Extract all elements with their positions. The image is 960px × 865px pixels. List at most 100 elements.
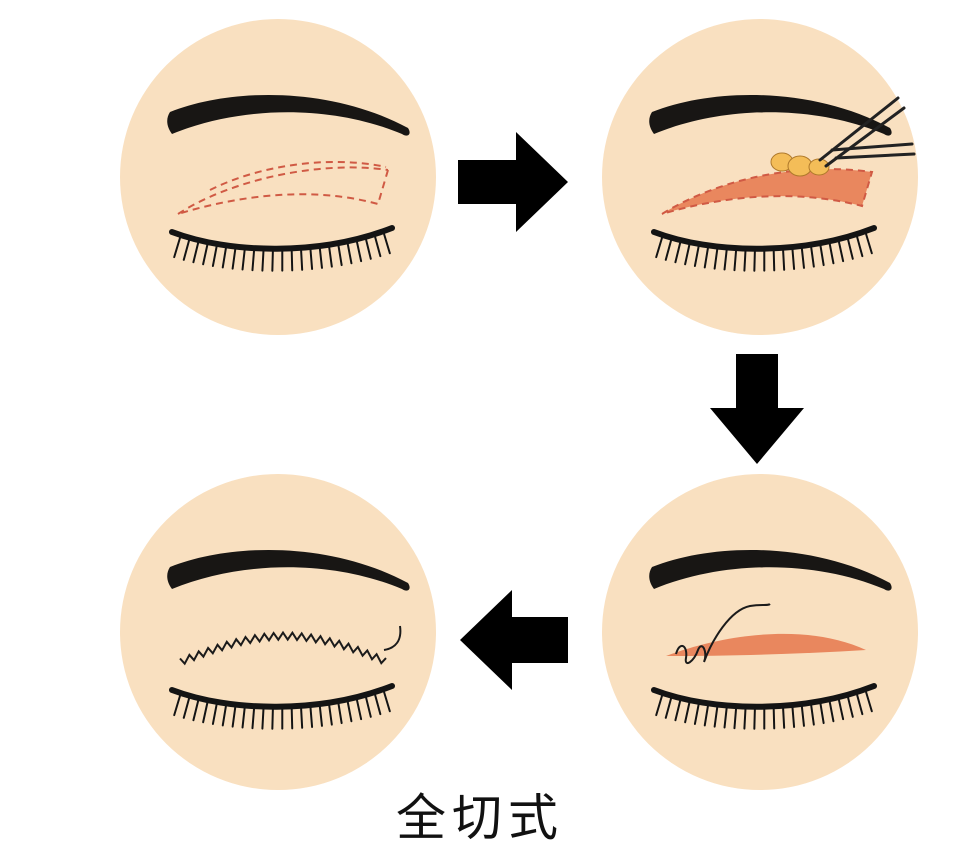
eyelash: [327, 701, 333, 726]
eyelash: [674, 239, 682, 264]
eyelash: [800, 244, 805, 269]
eyelash: [819, 700, 825, 725]
closed-eye: [651, 225, 877, 272]
suture-thread-icon: [675, 603, 771, 665]
incision-wound: [666, 633, 866, 656]
eyelash: [713, 703, 719, 728]
eyelash: [693, 700, 701, 725]
eyelash: [693, 242, 701, 267]
eyelash: [182, 694, 191, 719]
eyelash: [809, 701, 815, 726]
eyelash: [290, 247, 294, 272]
eyelash: [173, 692, 182, 717]
eyelash: [855, 233, 864, 258]
step-2-tissue-removal: [602, 19, 918, 335]
eyelash: [753, 247, 756, 272]
eyelash: [382, 230, 391, 255]
eyelash: [251, 247, 256, 272]
eyelash: [364, 235, 372, 260]
eyelash: [173, 234, 182, 259]
eyelash: [655, 692, 664, 717]
step-1-incision-marking: [120, 19, 436, 335]
eyelash: [355, 696, 363, 721]
eyelash: [864, 230, 873, 255]
eyelash: [655, 234, 664, 259]
eyelash: [261, 247, 265, 272]
suture-tail: [383, 625, 402, 651]
eyelash: [221, 244, 228, 269]
eyelash: [664, 694, 673, 719]
eyelash: [772, 705, 776, 730]
arrow-left-icon: [460, 590, 568, 690]
zigzag-stitch-icon: [179, 630, 387, 666]
eyelash: [753, 705, 756, 730]
eyelash: [231, 703, 237, 728]
eye-circle: [120, 474, 436, 790]
eyelash: [382, 688, 391, 713]
eyelash: [192, 697, 200, 722]
eyelash: [703, 244, 710, 269]
eyelash: [202, 699, 209, 724]
eyelash: [309, 245, 314, 270]
eyelash: [781, 704, 786, 729]
eyelash: [221, 702, 228, 727]
eyelash: [346, 240, 353, 265]
eyelash: [733, 247, 738, 272]
eyelash: [231, 245, 237, 270]
eyelash: [828, 240, 835, 265]
eyelash: [346, 698, 353, 723]
eyelash: [373, 233, 382, 258]
eyelash: [772, 247, 776, 272]
eyelash: [251, 705, 256, 730]
eyelash: [781, 246, 786, 271]
eyelash: [828, 698, 835, 723]
forceps-icon: [818, 96, 916, 168]
eyebrow: [649, 549, 892, 591]
eyelash: [211, 700, 219, 725]
eyelash: [373, 691, 382, 716]
eyebrow: [167, 94, 410, 136]
eyelashes: [173, 230, 391, 272]
eyelash: [364, 693, 372, 718]
eyelash: [837, 696, 845, 721]
eyelashes: [655, 688, 873, 730]
eyelash: [299, 246, 304, 271]
eyelash: [791, 245, 796, 270]
eyelash: [337, 700, 343, 725]
eyelash: [290, 705, 294, 730]
eyelash: [337, 242, 343, 267]
eyelash: [855, 691, 864, 716]
diagram-caption: 全切式: [396, 789, 564, 847]
arrow-down-icon: [710, 354, 804, 464]
arrow-right-icon: [458, 132, 568, 232]
step-3-suturing: [602, 474, 918, 790]
excised-skin-strip: [662, 169, 872, 214]
eye-circle: [120, 19, 436, 335]
eyelash: [299, 704, 304, 729]
eyebrow: [649, 94, 892, 136]
eyelash: [800, 702, 805, 727]
eyelash: [318, 244, 323, 269]
eyelash: [271, 247, 274, 272]
eyelash: [309, 703, 314, 728]
eyelash: [846, 235, 854, 260]
eyelashes: [655, 230, 873, 272]
eyelash: [192, 239, 200, 264]
step-4-closed-incision: [120, 474, 436, 790]
eyelash: [864, 688, 873, 713]
eyelash: [327, 243, 333, 268]
eyelash: [684, 241, 691, 266]
eyelash: [211, 242, 219, 267]
eyelash: [723, 704, 728, 729]
eye-circle: [602, 474, 918, 790]
dashed-incision-outline-icon: [177, 160, 389, 215]
eyelash: [809, 243, 815, 268]
eyelash: [837, 238, 845, 263]
closed-eye: [169, 683, 395, 730]
eyelash: [182, 236, 191, 261]
eyelash: [271, 705, 274, 730]
eyelash: [202, 241, 209, 266]
eyebrow: [167, 549, 410, 591]
eyelash: [819, 242, 825, 267]
